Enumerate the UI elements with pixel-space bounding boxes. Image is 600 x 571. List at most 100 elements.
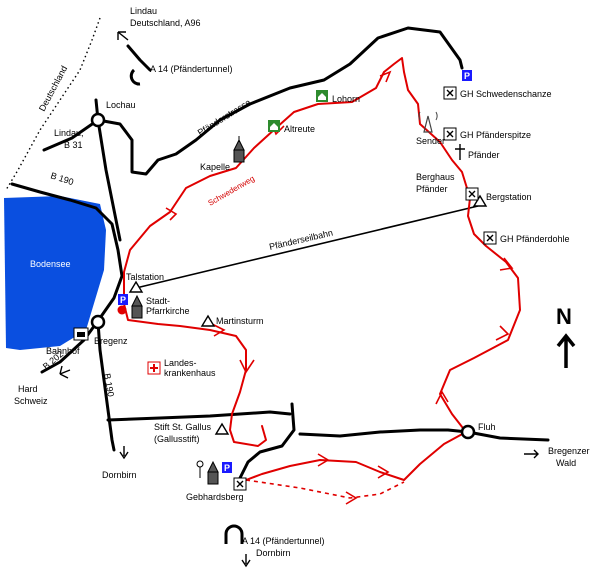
martinsturm-icon xyxy=(200,314,216,327)
bergstation-icon xyxy=(472,194,488,207)
motorway-tunnel-north-icon xyxy=(129,68,141,86)
trail-arrow-4 xyxy=(499,257,514,271)
place-berghaus-2: Pfänder xyxy=(416,184,448,194)
place-berghaus-1: Berghaus xyxy=(416,172,455,182)
restaurant-schwedenschanze-icon xyxy=(443,86,457,100)
place-stift-2: (Gallusstift) xyxy=(154,434,200,444)
place-stadtpfarrkirche-1: Stadt- xyxy=(146,296,170,306)
arrow-bregenzer-wald xyxy=(524,449,539,459)
road-lochau-west xyxy=(42,118,100,152)
place-pfaender: Pfänder xyxy=(468,150,500,160)
dir-hard: Hard xyxy=(18,384,38,394)
place-krankenhaus-1: Landes- xyxy=(164,358,197,368)
road-b190-shore xyxy=(10,182,124,374)
parking-gebhardsberg-icon xyxy=(222,462,232,473)
church-stadtpfarrkirche-icon xyxy=(131,294,143,319)
place-altreute: Altreute xyxy=(284,124,315,134)
place-bregenz: Bregenz xyxy=(94,336,128,346)
dir-lindau-top-1: Lindau xyxy=(130,6,157,16)
parking-schwedenschanze-letter: P xyxy=(464,71,470,81)
dir-lindau-b31-2: B 31 xyxy=(64,140,83,150)
parking-schwedenschanze-icon xyxy=(462,70,472,81)
junction-lochau xyxy=(90,112,106,128)
place-krankenhaus-2: krankenhaus xyxy=(164,368,216,378)
dir-dornbirn: Dornbirn xyxy=(102,470,137,480)
junction-bregenz xyxy=(90,314,106,330)
church-gebhardsberg-icon xyxy=(207,460,219,485)
lake-bodensee xyxy=(4,196,106,350)
road-pfaenderstrasse xyxy=(96,26,464,176)
summit-cross-icon xyxy=(455,144,465,160)
north-arrow-icon xyxy=(556,333,576,368)
restaurant-berghaus-icon xyxy=(465,187,479,201)
north-letter: N xyxy=(556,304,572,329)
b190-south-label: B 190 xyxy=(102,373,116,398)
hospital-icon xyxy=(147,361,161,375)
lookout-icon xyxy=(196,460,204,478)
transmitter-icon xyxy=(418,111,438,133)
trail-arrow-9 xyxy=(317,453,330,467)
dir-wald: Wald xyxy=(556,458,576,468)
stift-icon xyxy=(214,422,230,435)
motorway-tunnel-south-icon xyxy=(224,524,244,544)
place-bergstation: Bergstation xyxy=(486,192,532,202)
place-bahnhof: Bahnhof xyxy=(46,346,80,356)
dir-lindau-b31-1: Lindau, xyxy=(54,128,84,138)
junction-fluh xyxy=(460,424,476,440)
inn-altreute-icon xyxy=(268,120,280,132)
dir-schweiz: Schweiz xyxy=(14,396,48,406)
place-sender: Sender xyxy=(416,136,445,146)
place-lohorn: Lohorn xyxy=(332,94,360,104)
dir-bregenzer: Bregenzer xyxy=(548,446,590,456)
inn-lohorn-icon xyxy=(316,90,328,102)
arrow-lindau-top xyxy=(117,31,129,41)
church-kapelle-icon xyxy=(233,136,245,163)
germany-label: Deutschland xyxy=(37,64,69,113)
dir-a14-north: A 14 (Pfändertunnel) xyxy=(150,64,233,74)
place-stift-1: Stift St. Gallus xyxy=(154,422,212,432)
trail-arrow-7 xyxy=(211,323,226,337)
trail-arrow-6 xyxy=(435,390,449,405)
road-north-lindau xyxy=(126,44,152,72)
place-kapelle: Kapelle xyxy=(200,162,230,172)
road-b190-south xyxy=(96,320,116,452)
pfaenderstrasse-label: Pfänderstrasse xyxy=(196,97,253,138)
place-gh-pfaenderspitze: GH Pfänderspitze xyxy=(460,130,531,140)
train-station-icon xyxy=(73,327,89,341)
lake-label: Bodensee xyxy=(30,259,71,269)
parking-talstation-icon xyxy=(118,294,128,305)
road-gebhardsberg xyxy=(238,402,296,480)
trail-fluh-link xyxy=(245,431,467,481)
national-border xyxy=(5,17,101,191)
cableway-line xyxy=(135,205,479,289)
talstation-icon xyxy=(128,280,144,293)
trail-arrow-11 xyxy=(345,491,358,505)
dir-a14-south: A 14 (Pfändertunnel) xyxy=(242,536,325,546)
trail-arrow-10 xyxy=(377,465,390,479)
trail-arrow-3 xyxy=(165,207,178,221)
place-gh-pfaenderdohle: GH Pfänderdohle xyxy=(500,234,570,244)
trail-south-loop xyxy=(123,303,267,447)
trail-arrow-8 xyxy=(239,359,255,374)
place-stadtpfarrkirche-2: Pfarrkirche xyxy=(146,306,190,316)
road-fluh xyxy=(298,428,550,442)
b190-north-label: B 190 xyxy=(49,170,74,187)
place-gh-schwedenschanze: GH Schwedenschanze xyxy=(460,89,552,99)
place-talstation: Talstation xyxy=(126,272,164,282)
place-gebhardsberg: Gebhardsberg xyxy=(186,492,244,502)
restaurant-gebhardsberg-icon xyxy=(233,477,247,491)
place-lochau: Lochau xyxy=(106,100,136,110)
place-fluh: Fluh xyxy=(478,422,496,432)
place-martinsturm: Martinsturm xyxy=(216,316,264,326)
trail-arrow-5 xyxy=(495,325,510,341)
start-point-icon xyxy=(117,305,127,315)
trail-dashed xyxy=(245,479,405,499)
trail-arrow-1 xyxy=(379,70,392,83)
schwedenweg-label: Schwedenweg xyxy=(207,174,257,208)
restaurant-pfaenderdohle-icon xyxy=(483,231,497,245)
arrow-hard xyxy=(59,365,71,379)
arrow-dornbirn-south xyxy=(241,554,251,568)
arrow-dornbirn xyxy=(119,446,129,460)
